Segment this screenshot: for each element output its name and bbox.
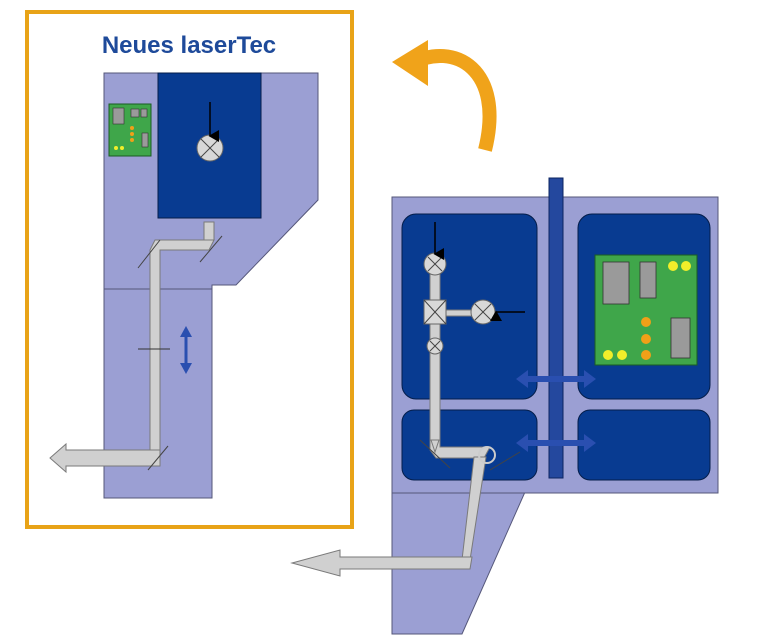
scanner-head — [419, 439, 521, 471]
panel-title: Neues laserTec — [102, 32, 276, 59]
curved-arrow-icon — [392, 40, 497, 152]
central-shaft — [548, 177, 564, 479]
circuit-board — [108, 103, 152, 157]
mirror — [147, 445, 169, 471]
beam-exit-arrow — [290, 549, 473, 577]
beam-path — [430, 439, 440, 454]
laser-source-icon — [196, 102, 224, 162]
circuit-board — [594, 254, 698, 366]
lower-right-chamber — [577, 409, 711, 481]
mirror — [137, 239, 161, 269]
beam-splitter — [423, 299, 447, 325]
double-arrow-icon — [516, 370, 596, 388]
upper-left-chamber — [401, 213, 538, 400]
lower-left-chamber — [401, 409, 538, 481]
laser-source-icon — [470, 299, 525, 325]
lens — [426, 337, 444, 355]
double-arrow-icon — [516, 434, 596, 452]
double-arrow-icon — [180, 326, 192, 374]
laser-source-icon — [423, 222, 447, 276]
mirror — [199, 235, 223, 263]
beam-path — [203, 221, 215, 241]
